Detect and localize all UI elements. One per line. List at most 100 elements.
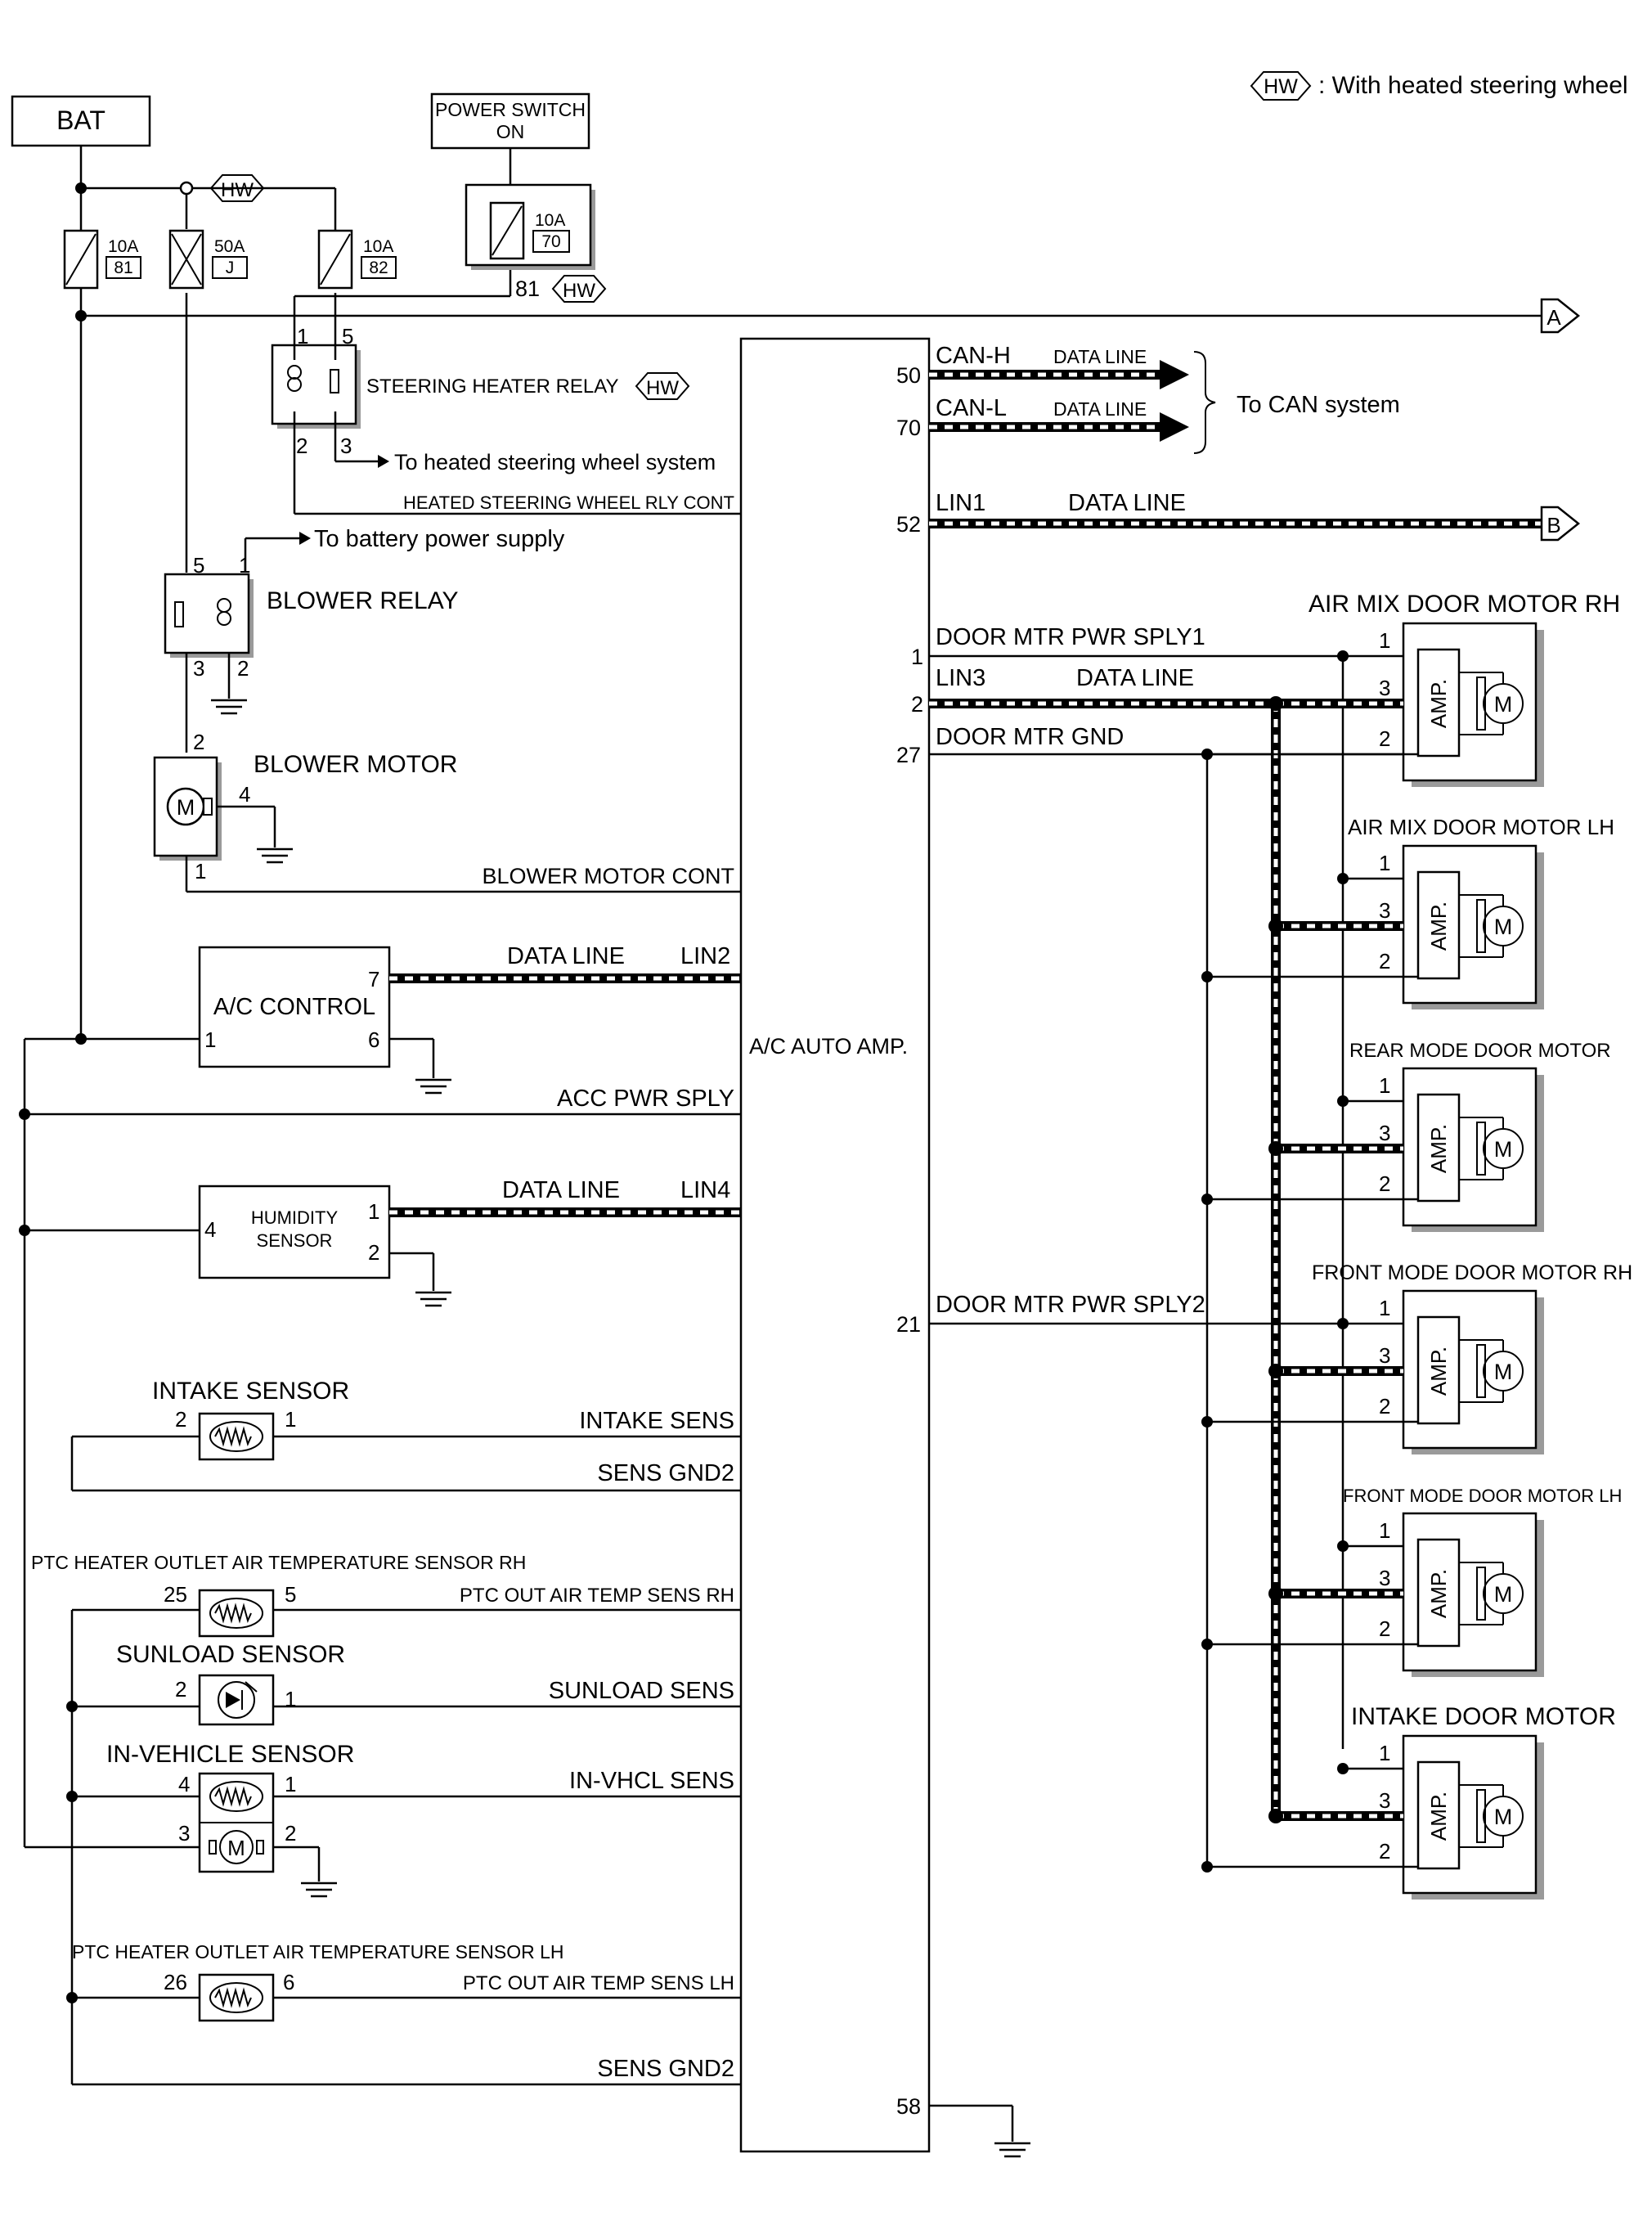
- ac-control-label: A/C CONTROL: [213, 994, 375, 1020]
- humidity-pin-4: 4: [204, 1217, 216, 1242]
- blower-relay: 5 1 3 2 BLOWER RELAY: [164, 553, 459, 681]
- connector-a-label: A: [1547, 305, 1561, 330]
- ptc-lh-pin-6: 6: [283, 1970, 294, 1994]
- can-brace: [1193, 351, 1216, 454]
- in-vehicle-motor-m: M: [227, 1836, 245, 1860]
- ac-control: A/C CONTROL 7 1 6: [198, 946, 391, 1068]
- door-pin-1: 1: [1379, 851, 1390, 875]
- blower-motor-pin-4: 4: [239, 782, 250, 807]
- door-pin-2: 2: [1379, 1616, 1390, 1641]
- ac-control-pin-1: 1: [204, 1027, 216, 1052]
- power-switch-label-2: ON: [496, 121, 525, 142]
- door-pin-2: 2: [1379, 726, 1390, 751]
- connector-b: [1540, 506, 1581, 542]
- door-motor-6: INTAKE DOOR MOTOR AMP. M 1 3 2: [1201, 1703, 1616, 1900]
- door-pin-3: 3: [1379, 1343, 1390, 1368]
- fuse-50a-id: J: [226, 259, 235, 277]
- pin-70: 70: [896, 416, 921, 440]
- in-vehicle-label: IN-VEHICLE SENSOR: [106, 1741, 354, 1768]
- fuse-70-id: 70: [541, 232, 560, 251]
- lin3-data-line: DATA LINE: [1076, 665, 1194, 691]
- blower-motor-m: M: [177, 795, 195, 820]
- in-vehicle-pin-1: 1: [285, 1772, 296, 1796]
- door-pin-3: 3: [1379, 1566, 1390, 1590]
- power-switch-box: [430, 92, 590, 150]
- to-heated-steering: To heated steering wheel system: [394, 450, 716, 474]
- sunload-pin-1: 1: [285, 1687, 296, 1711]
- steering-heater-relay: 1 5 2 3 STEERING HEATER RELAY HW: [271, 324, 690, 458]
- pin-1: 1: [911, 645, 923, 669]
- hw-badge-fuse70: HW: [563, 280, 595, 302]
- signal-sunload-sens: SUNLOAD SENS: [549, 1678, 734, 1704]
- door-motor-m: M: [1494, 1137, 1513, 1162]
- ac-auto-amp-box: [739, 337, 931, 2153]
- fuse-81: 10A 81: [63, 229, 141, 290]
- signal-blower-motor-cont: BLOWER MOTOR CONT: [482, 864, 734, 888]
- ac-control-pin-7: 7: [368, 967, 379, 991]
- intake-sensor-pin-2: 2: [175, 1407, 186, 1432]
- blower-motor-pin-1: 1: [195, 859, 206, 883]
- intake-sensor-pin-1: 1: [285, 1407, 296, 1432]
- signal-door-gnd: DOOR MTR GND: [936, 724, 1124, 750]
- door-pin-3: 3: [1379, 1788, 1390, 1813]
- blower-relay-pin-5: 5: [193, 553, 204, 578]
- steering-relay-pin-2: 2: [296, 434, 308, 458]
- hw-badge-power: HW: [221, 179, 254, 201]
- fuse-82: 10A 82: [317, 229, 397, 290]
- ptc-lh-sensor: 26 6: [164, 1970, 294, 2022]
- door-motor-m: M: [1494, 1582, 1513, 1607]
- blower-motor: M 2 4 1 BLOWER MOTOR: [153, 730, 457, 883]
- signal-can-l: CAN-L: [936, 395, 1007, 421]
- door-amp-label: AMP.: [1426, 679, 1451, 728]
- blower-relay-pin-2: 2: [237, 656, 249, 681]
- legend-text: : With heated steering wheel: [1318, 72, 1628, 99]
- intake-sensor-label: INTAKE SENSOR: [152, 1378, 349, 1405]
- signal-lin1: LIN1: [936, 490, 985, 516]
- door-motor-m: M: [1494, 1360, 1513, 1384]
- signal-ptc-rh: PTC OUT AIR TEMP SENS RH: [460, 1585, 734, 1607]
- fuse-50a-amp: 50A: [214, 237, 245, 256]
- pin-27: 27: [896, 743, 921, 767]
- door-amp-label: AMP.: [1426, 1792, 1451, 1841]
- blower-motor-label: BLOWER MOTOR: [254, 751, 457, 778]
- connector-b-label: B: [1547, 513, 1560, 537]
- ptc-rh-pin-5: 5: [285, 1582, 296, 1607]
- can-l-data-line: DATA LINE: [1053, 398, 1147, 420]
- blower-motor-pin-2: 2: [193, 730, 204, 754]
- fuse-82-amp: 10A: [363, 237, 393, 256]
- door-motor-m: M: [1494, 1805, 1513, 1829]
- door-motor-m: M: [1494, 692, 1513, 717]
- door-pin-1: 1: [1379, 1741, 1390, 1765]
- door-pin-1: 1: [1379, 1296, 1390, 1320]
- intake-sensor: INTAKE SENSOR 2 1: [152, 1378, 349, 1461]
- steering-relay-pin-1: 1: [297, 324, 308, 348]
- signal-sens-gnd2-b: SENS GND2: [597, 2056, 734, 2082]
- signal-acc-pwr: ACC PWR SPLY: [557, 1086, 734, 1112]
- signal-can-h: CAN-H: [936, 343, 1011, 369]
- signal-heated-steering-rly: HEATED STEERING WHEEL RLY CONT: [403, 492, 734, 513]
- door-motor-label: REAR MODE DOOR MOTOR: [1349, 1040, 1611, 1062]
- pin-2: 2: [911, 692, 923, 717]
- signal-door-pwr-1: DOOR MTR PWR SPLY1: [936, 624, 1205, 650]
- sunload-pin-2: 2: [175, 1677, 186, 1702]
- door-pin-2: 2: [1379, 1171, 1390, 1196]
- humidity-sensor: HUMIDITY SENSOR 4 1 2: [198, 1185, 391, 1279]
- signal-door-pwr-2: DOOR MTR PWR SPLY2: [936, 1292, 1205, 1318]
- connector-a: [1540, 298, 1581, 334]
- ac-auto-amp-label: A/C AUTO AMP.: [749, 1034, 908, 1059]
- door-motor-m: M: [1494, 915, 1513, 939]
- legend-hw-badge: HW: [1264, 75, 1298, 98]
- fuse-70: 10A 70: [465, 183, 595, 270]
- signal-intake-sens: INTAKE SENS: [579, 1408, 734, 1434]
- fuse-81-amp: 10A: [108, 237, 138, 256]
- pin-58: 58: [896, 2094, 921, 2119]
- lin4-tag: LIN4: [680, 1177, 730, 1203]
- door-pin-2: 2: [1379, 1839, 1390, 1864]
- to-battery-supply: To battery power supply: [314, 526, 565, 552]
- door-motor-label: INTAKE DOOR MOTOR: [1351, 1703, 1616, 1730]
- door-pin-1: 1: [1379, 1518, 1390, 1543]
